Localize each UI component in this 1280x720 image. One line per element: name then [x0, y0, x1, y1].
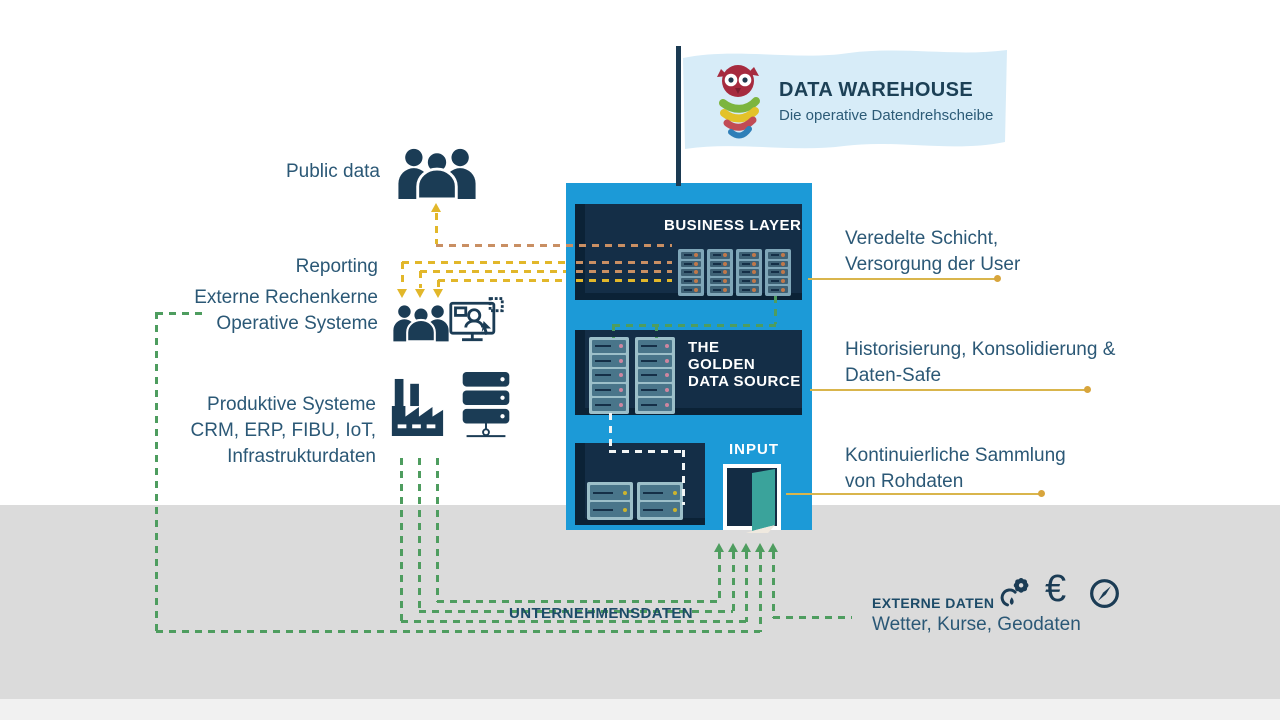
flow-dash — [682, 450, 685, 505]
server-rack — [707, 249, 733, 296]
flow-dash — [155, 312, 158, 632]
label-produktive-systeme-3: Infrastrukturdaten — [227, 446, 376, 467]
people-group-icon — [393, 305, 449, 342]
monitor-avatar-icon — [449, 297, 504, 342]
server-rack — [678, 249, 704, 296]
pointer-dot — [1084, 386, 1091, 393]
flow-dash — [437, 280, 440, 290]
flow-arrow-up — [714, 543, 724, 552]
server-rack — [589, 337, 629, 414]
pointer-dot — [1038, 490, 1045, 497]
flow-arrow-down — [397, 289, 407, 298]
server-rack — [736, 249, 762, 296]
pointer-line — [808, 278, 997, 280]
flag-pole — [676, 46, 681, 186]
label-unternehmensdaten: UNTERNEHMENSDATEN — [509, 605, 694, 622]
flag-subtitle: Die operative Datendrehscheibe — [779, 107, 994, 124]
pointer-line — [786, 493, 1041, 495]
annotation-golden-line1: Historisierung, Konsolidierung & — [845, 339, 1116, 360]
label-produktive-systeme: Produktive Systeme — [207, 394, 376, 415]
input-label: INPUT — [729, 441, 779, 458]
flow-dash — [420, 270, 566, 273]
pointer-dot — [994, 275, 1001, 282]
owl-logo — [717, 65, 760, 139]
flow-dash — [436, 244, 672, 247]
flag — [683, 50, 1007, 149]
label-externe-daten: EXTERNE DATEN — [872, 595, 995, 611]
flow-dash — [718, 552, 721, 602]
compass-icon — [1090, 579, 1119, 608]
label-externe-daten-sub: Wetter, Kurse, Geodaten — [872, 614, 1081, 635]
label-public-data: Public data — [285, 161, 380, 182]
flow-arrow-down — [433, 289, 443, 298]
flow-dash — [732, 552, 735, 612]
flow-dash — [772, 552, 775, 618]
flow-dash — [401, 620, 746, 623]
flow-dash — [759, 552, 762, 632]
flag-title: DATA WAREHOUSE — [779, 79, 974, 101]
flow-dash — [612, 324, 615, 338]
flow-dash — [156, 630, 760, 633]
euro-icon: € — [1045, 568, 1067, 610]
flow-dash — [156, 312, 208, 315]
flow-dash — [418, 458, 421, 612]
annotation-input-line2: von Rohdaten — [845, 471, 964, 492]
flow-dash — [438, 279, 566, 282]
golden-label-line1: THE — [688, 339, 720, 356]
flow-dash — [435, 213, 438, 244]
server-rack — [587, 482, 633, 520]
factory-icon — [391, 378, 444, 436]
ground-band-light — [0, 699, 1280, 720]
annotation-input-line1: Kontinuierliche Sammlung — [845, 445, 1066, 466]
flow-dash — [773, 616, 852, 619]
golden-label-line3: DATA SOURCE — [688, 373, 801, 390]
flow-dash — [576, 279, 672, 282]
flow-arrow-down — [415, 289, 425, 298]
annotation-golden-line2: Daten-Safe — [845, 365, 942, 386]
flow-dash — [436, 458, 439, 602]
flow-arrow-up — [741, 543, 751, 552]
server-stack-icon — [462, 372, 510, 438]
flow-arrow-up — [728, 543, 738, 552]
label-externe-rechenkerne: Externe Rechenkerne — [194, 287, 378, 308]
label-reporting: Reporting — [295, 256, 378, 277]
annotation-business-line2: Versorgung der User — [845, 254, 1021, 275]
weather-gear-icon — [1000, 577, 1029, 607]
people-group-icon — [398, 148, 476, 199]
label-produktive-systeme-2: CRM, ERP, FIBU, IoT, — [190, 420, 376, 441]
business-layer-label: BUSINESS LAYER — [664, 217, 802, 234]
server-rack — [637, 482, 683, 520]
flow-dash — [609, 413, 612, 452]
server-rack — [635, 337, 675, 414]
flow-dash — [613, 324, 776, 327]
pointer-line — [810, 389, 1087, 391]
flow-arrow-up — [755, 543, 765, 552]
label-operative-systeme: Operative Systeme — [216, 313, 378, 334]
flow-arrow-up — [768, 543, 778, 552]
flow-dash — [400, 458, 403, 622]
annotation-business-line1: Veredelte Schicht, — [845, 228, 999, 249]
flow-dash — [401, 262, 404, 288]
flow-dash — [419, 271, 422, 288]
server-rack — [765, 249, 791, 296]
flow-dash — [576, 261, 672, 264]
flow-dash — [419, 610, 733, 613]
flow-dash — [576, 270, 672, 273]
flow-dash — [774, 296, 777, 324]
flow-dash — [437, 600, 719, 603]
flow-dash — [609, 450, 683, 453]
flow-dash — [402, 261, 566, 264]
golden-label-line2: GOLDEN — [688, 356, 756, 373]
input-door-icon — [723, 464, 781, 533]
flow-arrow-up — [431, 203, 441, 212]
flow-dash — [745, 552, 748, 622]
flow-dash — [655, 324, 658, 338]
